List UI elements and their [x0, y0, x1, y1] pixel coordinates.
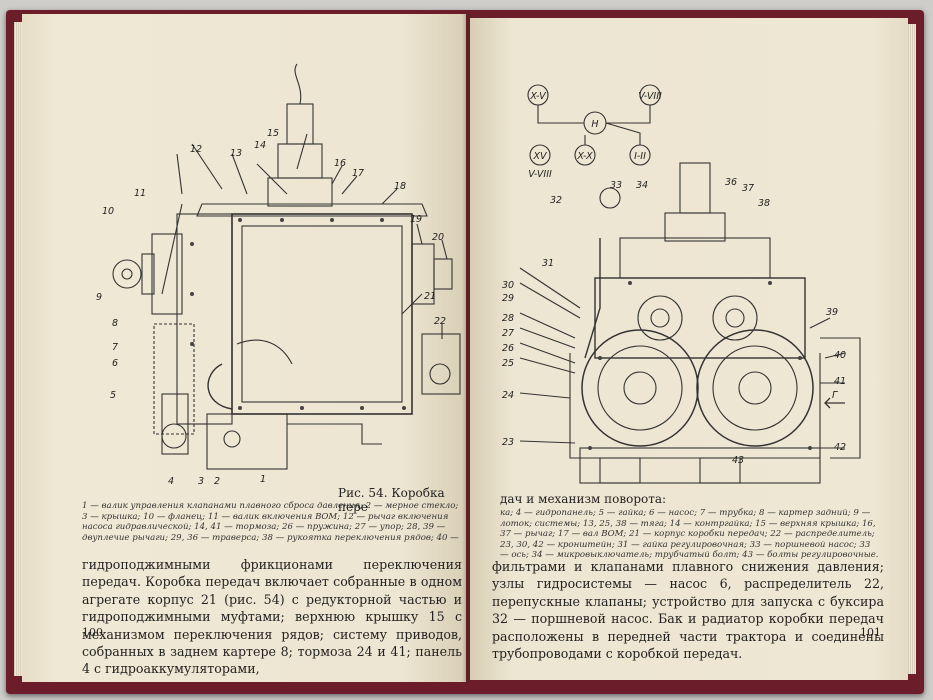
callout-12: 12: [190, 144, 202, 155]
callout-13: 13: [230, 148, 242, 159]
callout-38: 38: [758, 198, 770, 209]
callout-10: 10: [102, 206, 114, 217]
callout-29: 29: [502, 293, 514, 304]
scheme-label-4: XV: [532, 151, 548, 162]
scheme-label-6: X-X: [576, 151, 593, 162]
callout-17: 17: [352, 168, 364, 179]
gearbox-side-drawing: 12 13 14 15 16 17 18 19 20 21 22 11 10 9…: [96, 63, 461, 484]
scheme-label-5: V-VIII: [528, 169, 552, 180]
figure-caption: Рис. 54. Коробка пере: [338, 486, 445, 514]
callout-5: 5: [110, 390, 116, 401]
shift-scheme-diagram: X-V H V-VIII XV V-VIII X-X I-II: [527, 84, 662, 180]
figure-legend-continued: ка; 4 — гидропанель; 5 — гайка; 6 — насо…: [500, 508, 879, 560]
callout-11: 11: [134, 188, 146, 199]
callout-37: 37: [742, 183, 754, 194]
callout-35: 35: [750, 158, 762, 159]
callout-26: 26: [502, 343, 514, 354]
callout-40: 40: [834, 350, 846, 361]
callout-42: 42: [834, 442, 846, 453]
callout-31: 31: [542, 258, 554, 269]
callout-39: 39: [826, 307, 838, 318]
left-page-edges: [14, 22, 24, 676]
callout-36: 36: [725, 177, 737, 188]
callout-34: 34: [636, 180, 648, 191]
scheme-label-1: X-V: [529, 91, 547, 102]
figure-legend: 1 — валик управления клапанами плавного …: [82, 501, 459, 543]
callout-14: 14: [254, 140, 266, 151]
callout-9: 9: [96, 292, 102, 303]
right-page: X-V H V-VIII XV V-VIII X-X I-II: [470, 18, 908, 680]
scheme-label-2: H: [591, 119, 598, 130]
callout-41: 41: [834, 376, 846, 387]
callout-32: 32: [550, 195, 562, 206]
figure-caption-continued: дач и механизм поворота:: [500, 492, 667, 506]
callout-arrow-label: Г: [832, 390, 838, 401]
page-number: 100: [82, 626, 103, 639]
callout-6: 6: [112, 358, 118, 369]
callout-4: 4: [168, 476, 174, 484]
callout-28: 28: [502, 313, 514, 324]
callout-27: 27: [502, 328, 514, 339]
callout-21: 21: [424, 291, 436, 302]
callout-8: 8: [112, 318, 118, 329]
page-number: 101: [860, 626, 881, 639]
left-page: 12 13 14 15 16 17 18 19 20 21 22 11 10 9…: [22, 14, 466, 682]
callout-30: 30: [502, 280, 514, 291]
callout-22: 22: [434, 316, 446, 327]
callout-20: 20: [432, 232, 444, 243]
body-paragraph: гидроподжимными фрикционами переключения…: [82, 557, 462, 677]
callout-7: 7: [112, 342, 118, 353]
callout-1: 1: [260, 474, 266, 484]
callout-24: 24: [502, 390, 514, 401]
right-page-edges: [906, 24, 916, 674]
callout-25: 25: [502, 358, 514, 369]
scheme-label-7: I-II: [634, 151, 646, 162]
scheme-label-3: V-VIII: [638, 91, 662, 102]
callout-23: 23: [502, 437, 514, 448]
callout-16: 16: [334, 158, 346, 169]
callout-3: 3: [198, 476, 204, 484]
body-paragraph-continued: фильтрами и клапанами плавного снижения …: [492, 559, 884, 662]
gearbox-front-drawing: 32 33 34 35 36 37 38 39 40 41 42 43 Г 31…: [502, 158, 861, 484]
callout-2: 2: [214, 476, 220, 484]
callout-43: 43: [732, 455, 744, 466]
callout-19: 19: [410, 214, 422, 225]
callout-33: 33: [610, 180, 622, 191]
callout-18: 18: [394, 181, 406, 192]
callout-15: 15: [267, 128, 279, 139]
